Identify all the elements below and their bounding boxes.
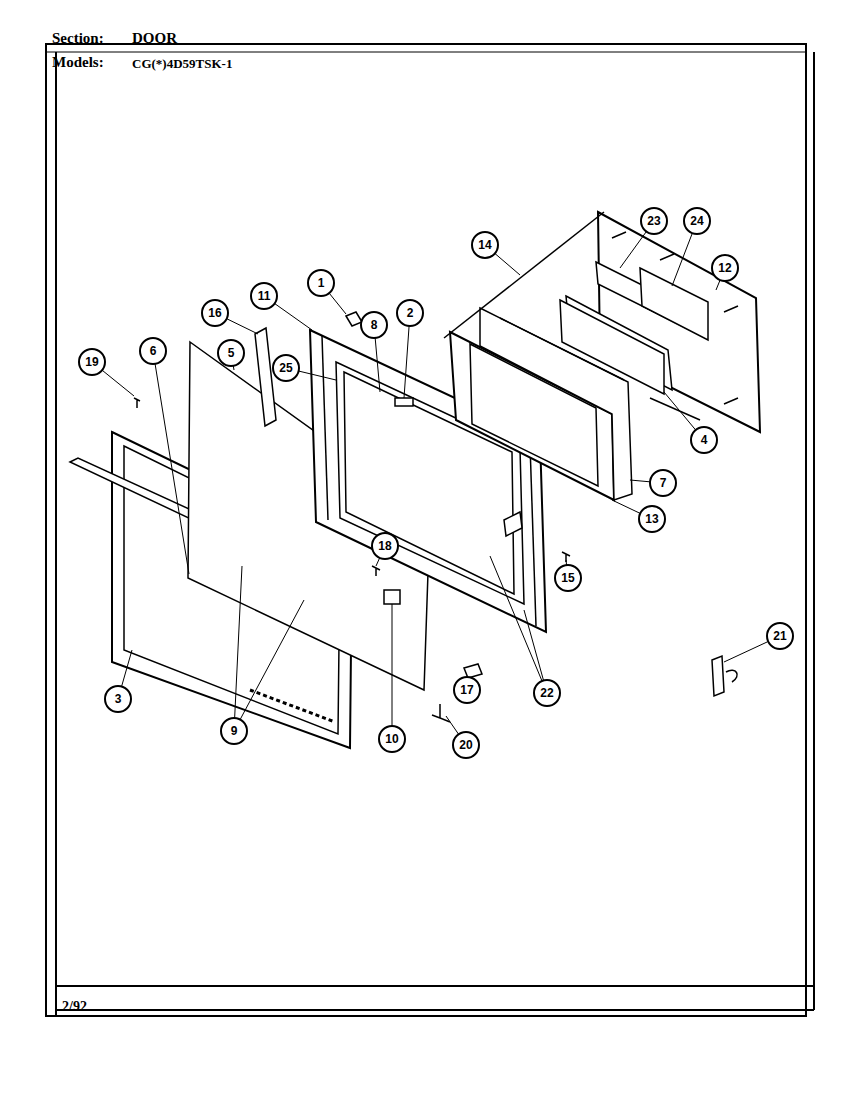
callout-number: 8	[360, 311, 388, 339]
callout-number: 21	[766, 622, 794, 650]
callout-number: 13	[638, 505, 666, 533]
callout-number: 14	[471, 231, 499, 259]
callout-number: 10	[378, 725, 406, 753]
callout-number: 19	[78, 348, 106, 376]
callout-number: 2	[396, 299, 424, 327]
section-label: Section:	[52, 30, 104, 47]
revision-date: 2/92	[62, 999, 87, 1015]
callout-number: 7	[649, 469, 677, 497]
callout-number: 6	[139, 337, 167, 365]
callout-number: 18	[371, 532, 399, 560]
callout-number: 5	[217, 339, 245, 367]
callout-number: 24	[683, 207, 711, 235]
callout-number: 12	[711, 254, 739, 282]
callout-number: 9	[220, 717, 248, 745]
callout-number: 4	[690, 426, 718, 454]
callout-number: 11	[250, 282, 278, 310]
models-label: Models:	[52, 54, 104, 71]
callout-number: 1	[307, 269, 335, 297]
callout-number: 16	[201, 299, 229, 327]
callout-number: 17	[453, 676, 481, 704]
callout-number: 23	[640, 207, 668, 235]
callout-number: 3	[104, 685, 132, 713]
model-number: CG(*)4D59TSK-1	[132, 56, 232, 72]
section-name: DOOR	[132, 30, 177, 47]
callout-number: 15	[554, 564, 582, 592]
callout-number: 20	[452, 731, 480, 759]
callout-number: 25	[272, 354, 300, 382]
callout-number: 22	[533, 679, 561, 707]
